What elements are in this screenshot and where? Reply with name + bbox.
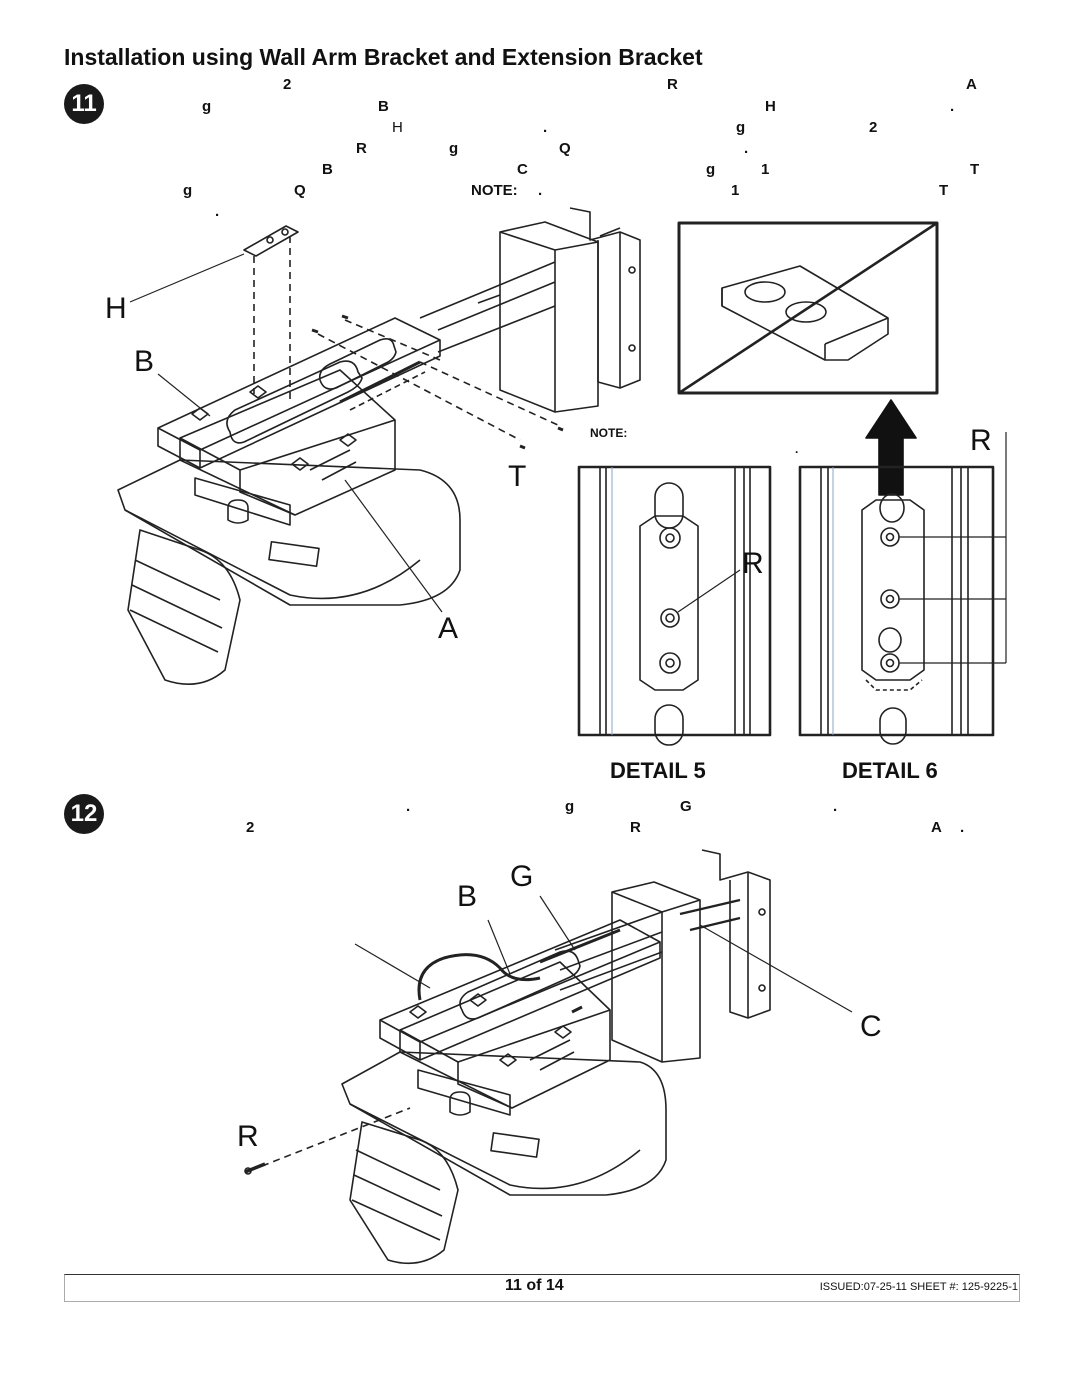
step-text-fragment: g — [565, 798, 575, 815]
step-text-fragment: R — [630, 819, 641, 836]
diagram-note-dot: . — [795, 442, 799, 456]
step-text-fragment: 2 — [246, 819, 255, 836]
step-12-badge: 12 — [64, 794, 104, 834]
callout-label: T — [508, 460, 527, 493]
step-text-fragment: . — [538, 182, 543, 199]
callout-label: A — [438, 612, 459, 645]
diagram-note: NOTE: — [590, 426, 628, 440]
page-title: Installation using Wall Arm Bracket and … — [64, 44, 703, 70]
callout-label: C — [860, 1010, 882, 1043]
detail-5-drawing — [577, 465, 772, 746]
step-text-fragment: . — [215, 203, 220, 220]
step-text-fragment: B — [378, 98, 389, 115]
step-text-fragment: 2 — [283, 76, 292, 93]
detail-6-label: DETAIL 6 — [842, 758, 938, 783]
page-number: 11 of 14 — [505, 1277, 564, 1294]
step-text-fragment: A — [966, 76, 977, 93]
step-12-assembly — [244, 849, 853, 1265]
callout-label: R — [237, 1120, 259, 1153]
step-text-fragment: g — [202, 98, 212, 115]
step-text-fragment: NOTE: — [471, 182, 518, 199]
inset-washer-wrong — [677, 221, 939, 395]
sheet-info: ISSUED:07-25-11 SHEET #: 125-9225-1 — [819, 1281, 1018, 1293]
step-text-fragment: Q — [559, 140, 571, 157]
step-text-fragment: Q — [294, 182, 306, 199]
step-text-fragment: H — [765, 98, 776, 115]
step-text-fragment: . — [950, 98, 955, 115]
callout-label: H — [105, 292, 127, 325]
step-text-fragment: T — [970, 161, 980, 178]
step-text-fragment: B — [322, 161, 333, 178]
step-text-fragment: 1 — [761, 161, 770, 178]
step-text-fragment: . — [744, 140, 749, 157]
detail-6-drawing — [798, 432, 1007, 745]
step-text-fragment: g — [736, 119, 746, 136]
step-text-fragment: . — [543, 119, 548, 136]
step-text-fragment: 1 — [731, 182, 740, 199]
step-text-fragment: H — [392, 119, 403, 136]
step-text-fragment: C — [517, 161, 528, 178]
step-text-fragment: . — [833, 798, 838, 815]
arrow-up-icon — [865, 399, 917, 496]
callout-label: R — [970, 424, 992, 457]
callout-label: B — [457, 880, 478, 913]
step-text-fragment: G — [680, 798, 692, 815]
step-text-fragment: . — [406, 798, 411, 815]
step-text-fragment: R — [356, 140, 367, 157]
step-11-assembly — [117, 207, 641, 686]
step-11-badge: 11 — [64, 84, 104, 124]
callout-label: G — [510, 860, 534, 893]
step-text-fragment: T — [939, 182, 949, 199]
step-text-fragment: A — [931, 819, 942, 836]
detail-5-label: DETAIL 5 — [610, 758, 706, 783]
step-text-fragment: g — [449, 140, 459, 157]
callout-label: R — [742, 547, 764, 580]
callout-label: B — [134, 345, 155, 378]
footer-bar — [64, 1274, 1020, 1302]
step-text-fragment: g — [706, 161, 716, 178]
step-text-fragment: 2 — [869, 119, 878, 136]
step-text-fragment: . — [960, 819, 965, 836]
step-text-fragment: g — [183, 182, 193, 199]
step-text-fragment: R — [667, 76, 678, 93]
